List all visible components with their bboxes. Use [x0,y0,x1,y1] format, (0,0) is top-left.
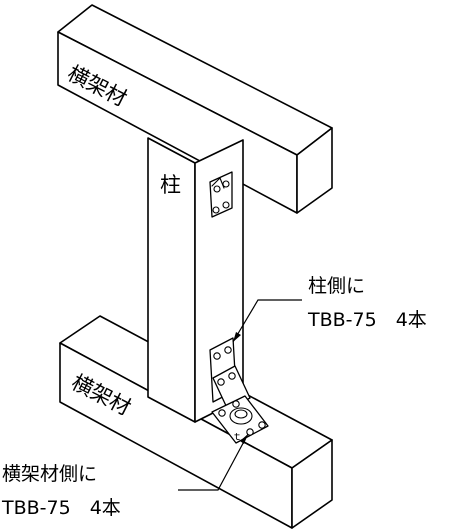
bolt-icon [222,201,230,209]
bolt-icon [213,185,221,193]
plate-mark: ｔ [232,432,242,443]
upper-bracket [209,171,233,218]
bolt-icon [258,421,266,429]
callout-column-line2: TBB-75 4本 [307,309,427,331]
callout-beam-line1: 横架材側に [2,463,97,485]
lower-bracket: ｔ [209,337,269,444]
callout-column-line1: 柱側に [308,275,365,297]
bolt-icon [218,409,226,417]
bolt-icon [246,428,254,436]
callout-leaders [178,299,302,491]
bolt-icon [217,378,225,386]
label-column: 柱 [160,173,181,197]
bolt-icon [224,346,232,354]
bolt-icon [232,400,240,408]
bolt-icon [213,352,221,360]
bolt-icon [228,372,236,380]
bolt-icon [222,180,230,188]
bolt-icon [212,206,220,214]
callout-beam-line2: TBB-75 4本 [1,497,121,519]
